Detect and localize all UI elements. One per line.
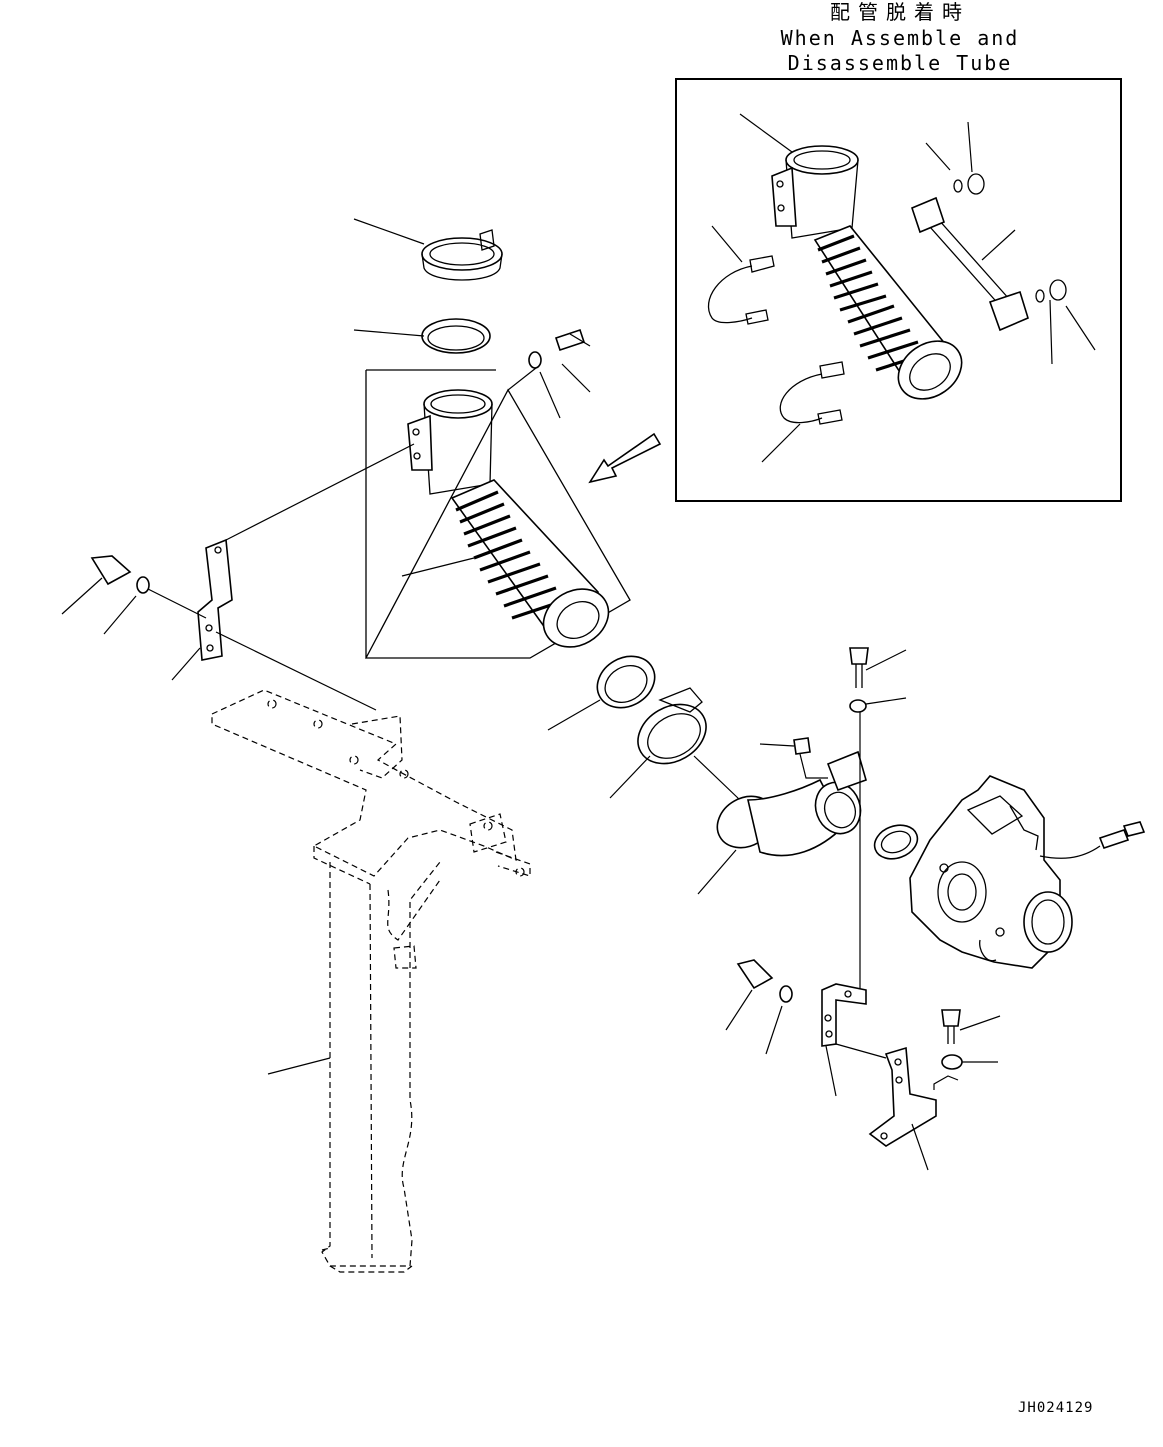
inset-support-rod <box>911 173 1067 332</box>
tube-assembly-box <box>364 369 631 659</box>
inset-tube-bracket <box>771 145 859 239</box>
turbo-clamp <box>873 824 919 860</box>
bolt-washer-center <box>849 647 907 990</box>
elbow-pipe <box>697 750 867 895</box>
clamp-ring-upper <box>421 229 503 281</box>
clamp-ring-lower <box>609 687 741 801</box>
drawing-number: JH024129 <box>1018 1400 1094 1416</box>
gasket-upper <box>421 318 491 354</box>
tube-support-bracket <box>145 443 415 711</box>
inset-leader-lines <box>711 113 1096 463</box>
gasket-lower <box>547 655 656 731</box>
bolt-washer-lower-right <box>933 1009 1001 1090</box>
inset-bellows <box>813 225 963 400</box>
detail-inset <box>675 78 1122 502</box>
lower-l-bracket <box>821 983 867 1097</box>
main-leader-lines <box>61 218 591 681</box>
inset-u-bolt-upper <box>707 255 775 325</box>
lower-mount-bracket <box>835 1043 937 1171</box>
bolt-washer-lower-left <box>725 959 793 1055</box>
detail-inset-frame <box>675 78 1122 502</box>
arrow-icon <box>588 432 662 484</box>
bolt-washer-upper <box>528 328 591 369</box>
nut-center <box>759 737 828 779</box>
support-frame <box>211 689 531 1273</box>
caption-japanese: 配管脱着時 <box>830 0 970 24</box>
caption-english-line1: When Assemble and <box>780 26 1020 50</box>
turbocharger <box>909 775 1146 969</box>
inset-u-bolt-lower <box>779 361 845 425</box>
bolt-washer-left <box>90 555 150 594</box>
caption-english-line2: Disassemble Tube <box>787 51 1013 75</box>
